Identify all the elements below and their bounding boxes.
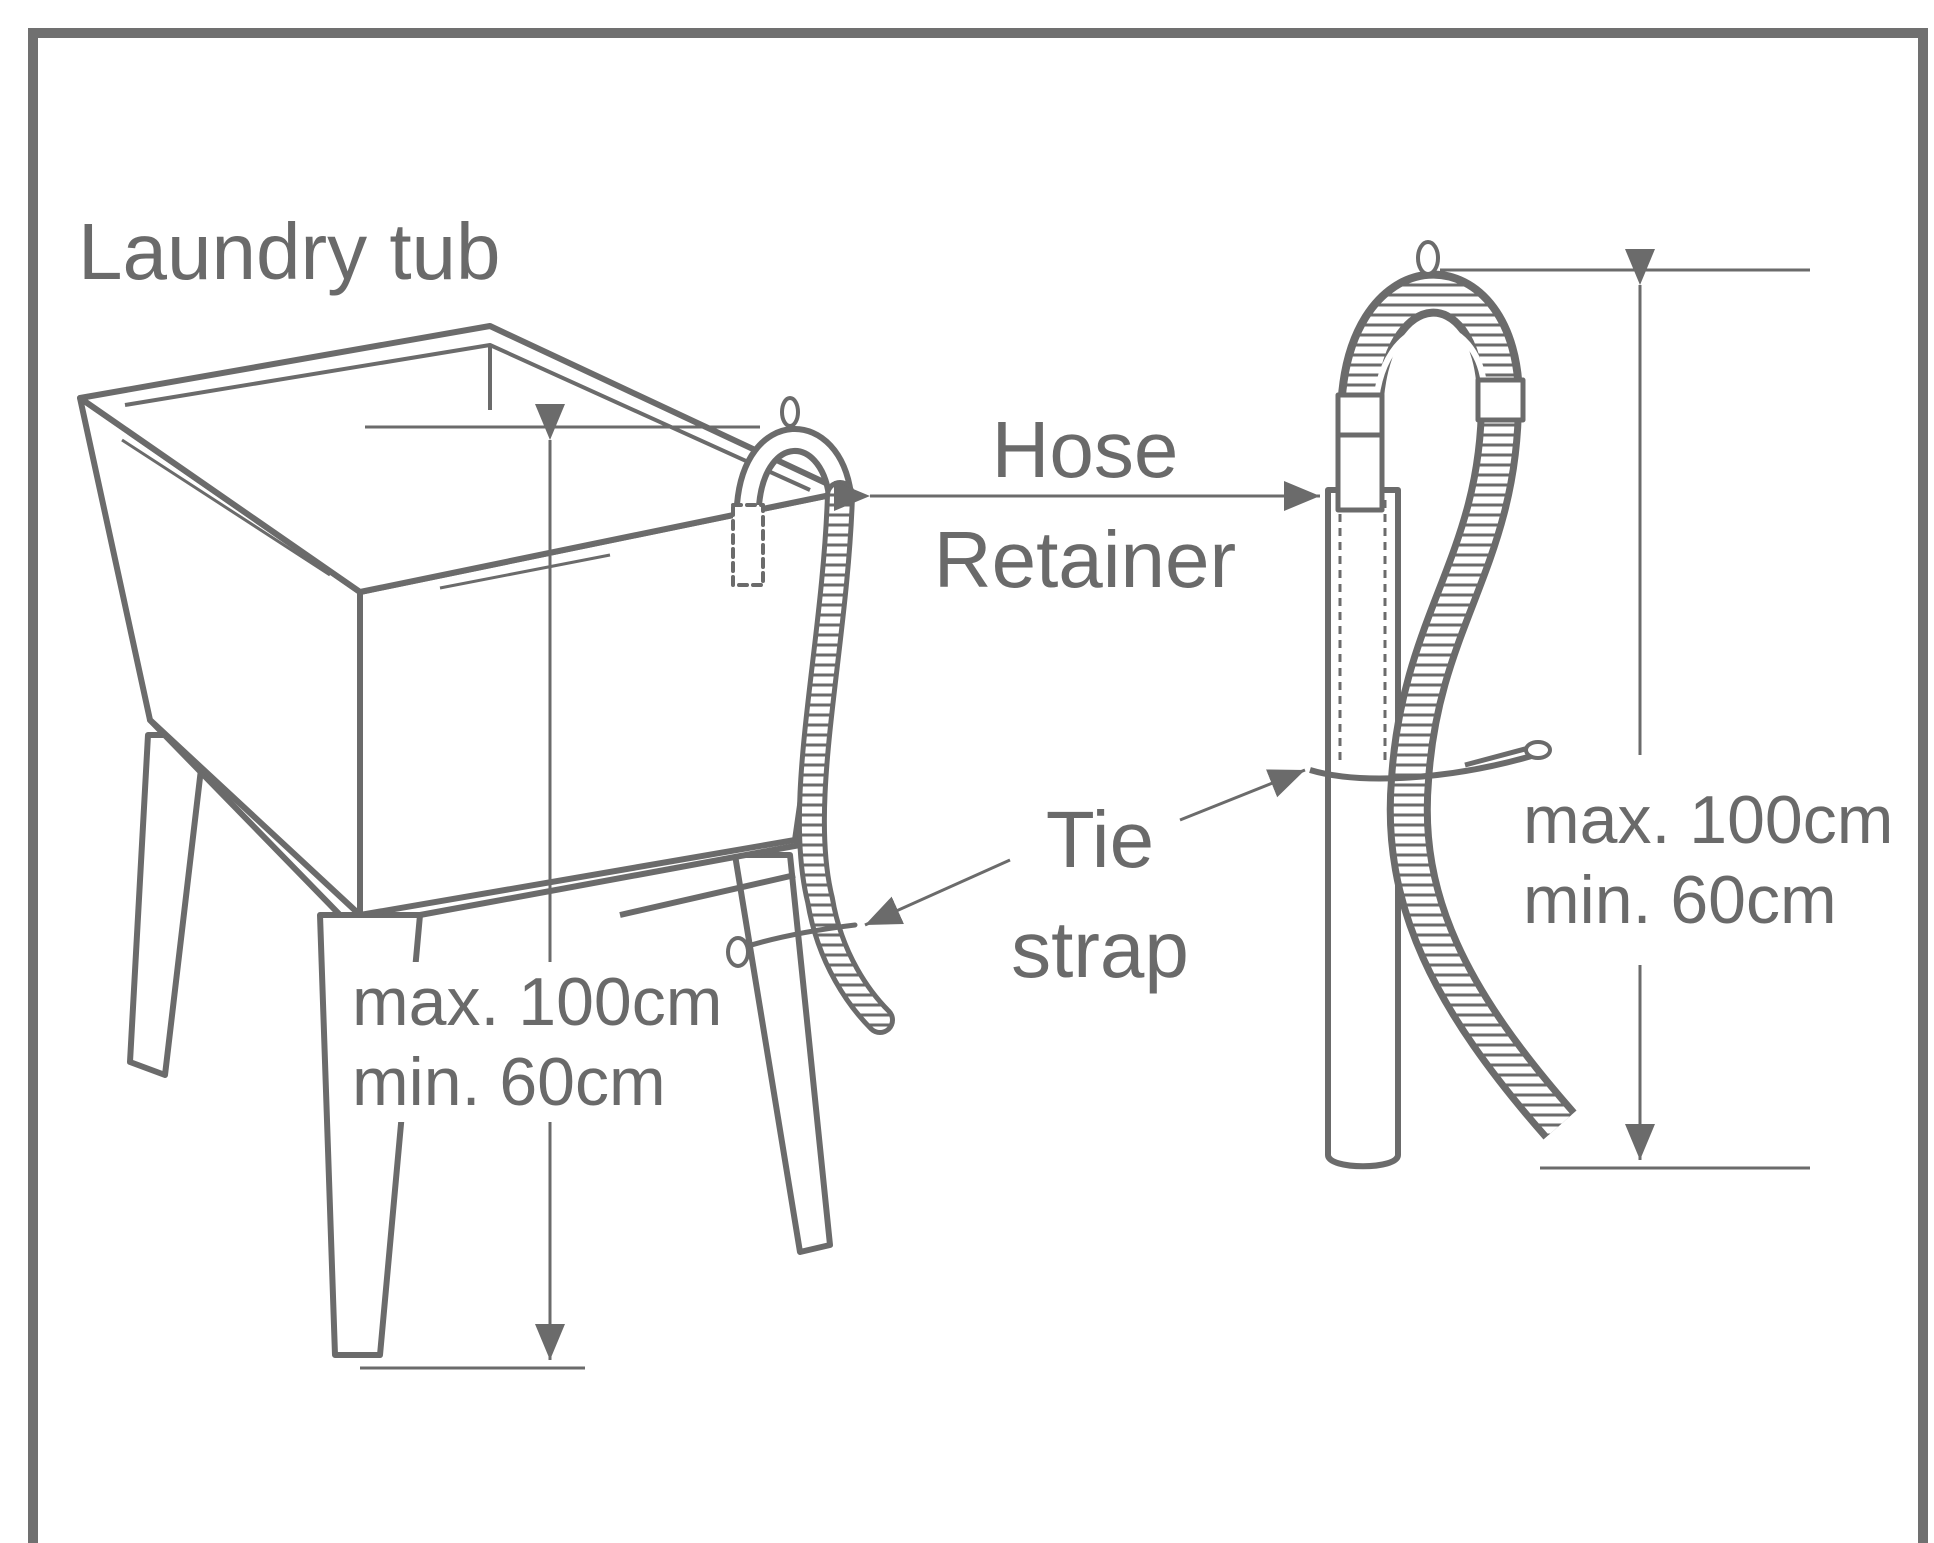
tub-height-max: max. 100cm bbox=[352, 964, 723, 1040]
standpipe-height-max: max. 100cm bbox=[1523, 782, 1894, 858]
standpipe bbox=[1325, 487, 1401, 1170]
standpipe-height-label: max. 100cm min. 60cm bbox=[1523, 780, 1894, 940]
tie-strap-label-line1: Tie bbox=[1045, 795, 1155, 884]
tub-back-right-leg bbox=[732, 852, 833, 1255]
tub-height-label: max. 100cm min. 60cm bbox=[352, 962, 723, 1122]
tie-strap-leader-left bbox=[864, 858, 1011, 927]
frame-border bbox=[28, 28, 1928, 1543]
leader-lines bbox=[834, 481, 1320, 927]
tub-height-dimension bbox=[360, 404, 760, 1370]
laundry-tub-label: Laundry tub bbox=[78, 207, 501, 296]
tub-drain-hose bbox=[726, 396, 895, 1035]
tub-tie-strap bbox=[732, 922, 858, 953]
tie-strap-leader-right bbox=[1179, 768, 1306, 822]
standpipe-tie-strap bbox=[1309, 752, 1536, 782]
tub-height-min: min. 60cm bbox=[352, 1044, 666, 1120]
laundry-tub bbox=[77, 323, 848, 1358]
hose-retainer-label-line2: Retainer bbox=[933, 515, 1237, 604]
tie-strap-label: Tie strap bbox=[1000, 800, 1200, 990]
hose-retainer-label: Hose Retainer bbox=[920, 410, 1250, 600]
tub-back-left-leg bbox=[127, 732, 208, 1078]
hose-retainer-label-line1: Hose bbox=[991, 405, 1179, 494]
standpipe-height-dimension bbox=[1440, 249, 1810, 1170]
standpipe-assembly bbox=[1309, 240, 1577, 1170]
standpipe-height-min: min. 60cm bbox=[1523, 862, 1837, 938]
tie-strap-label-line2: strap bbox=[1011, 905, 1189, 994]
